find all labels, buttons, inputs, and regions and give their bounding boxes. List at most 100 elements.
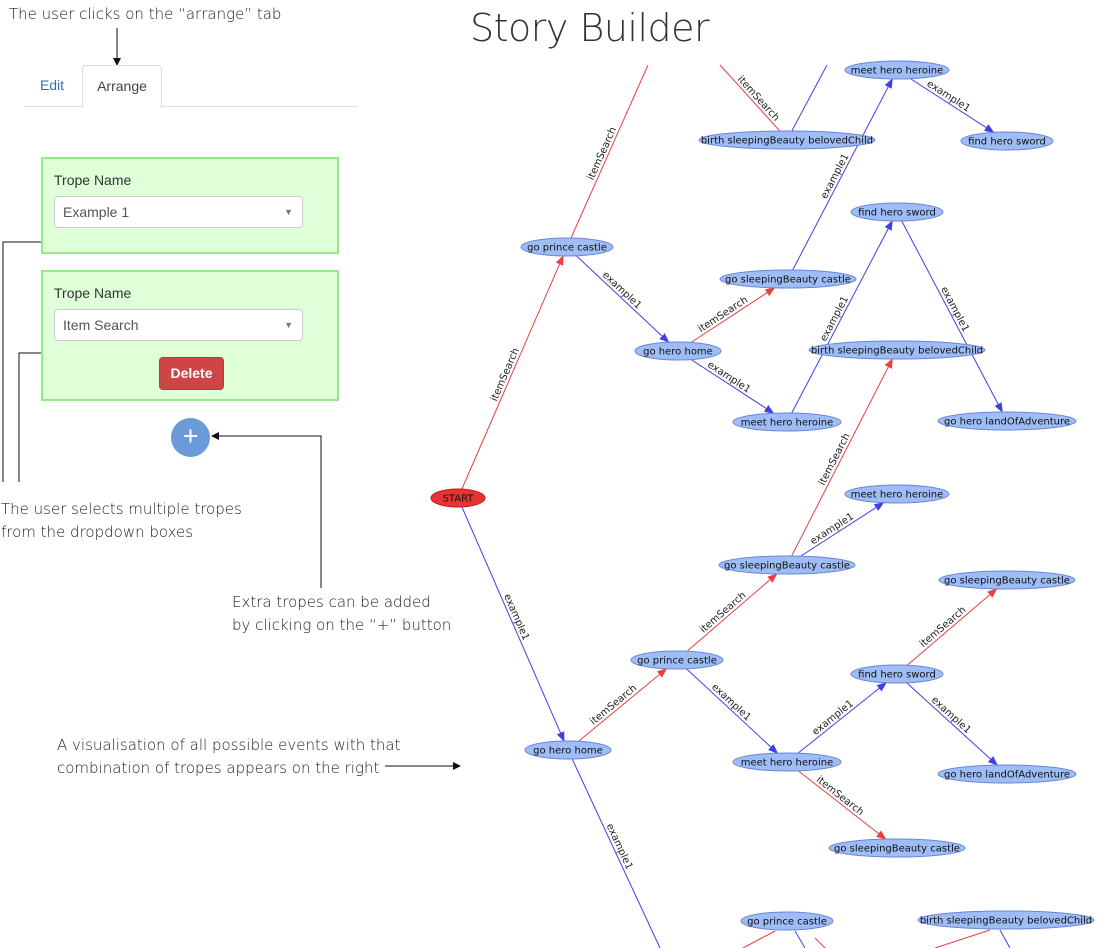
delete-button[interactable]: Delete [159,357,224,390]
graph-edge-example1 [896,69,995,133]
graph-node-shape [828,838,966,858]
graph-edge-example1 [787,78,893,280]
graph-node[interactable]: birth sleepingBeauty belovedChild [917,910,1095,930]
graph-edge-partial [719,64,789,141]
graph-edge-partial [814,937,826,948]
trope-select[interactable]: Example 1 ▼ [54,196,303,228]
graph-node-label: START [443,494,475,505]
trope-select-value: Example 1 [63,204,130,220]
graph-node-label: go prince castle [637,656,717,667]
graph-node-shape [732,412,842,432]
trope-name-label: Trope Name [54,285,132,301]
graph-node-label: meet hero heroine [741,758,834,769]
graph-node-shape [850,202,944,222]
graph-edge-partial [567,749,661,948]
page-title: Story Builder [470,6,710,50]
trope-select[interactable]: Item Search ▼ [54,309,303,341]
graph-node-shape [520,237,614,257]
graph-node[interactable]: go sleepingBeauty castle [938,570,1076,590]
trope-card: Trope Name Example 1 ▼ [41,157,339,254]
graph-node-label: go sleepingBeauty castle [724,561,850,572]
graph-edge-example1 [786,220,893,423]
graph-edge-itemSearch [677,287,776,352]
edge-label: itemSearch [489,346,522,403]
trope-select-value: Item Search [63,317,139,333]
graph-node[interactable]: birth sleepingBeauty belovedChild [808,340,986,360]
graph-node-label: go hero home [533,746,603,757]
graph-edge-itemSearch [786,761,887,840]
graph-edge-itemSearch [567,668,668,751]
graph-edge-example1 [896,211,1003,413]
graph-node-shape [844,60,950,80]
graph-annotation-line-2: combination of tropes appears on the rig… [57,759,380,777]
graph-node[interactable]: go hero home [634,341,722,361]
tab-edit[interactable]: Edit [39,77,65,93]
edge-label: example1 [709,682,753,724]
graph-node-shape [938,570,1076,590]
graph-node-shape [808,340,986,360]
graph-node[interactable]: meet hero heroine [844,484,950,504]
edge-label: example1 [819,152,852,201]
edge-label: example1 [818,294,851,343]
graph-node[interactable]: go sleepingBeauty castle [718,555,856,575]
graph-node[interactable]: go prince castle [630,650,724,670]
graph-node-shape [524,740,612,760]
graph-node-label: birth sleepingBeauty belovedChild [920,916,1092,927]
graph-annotation-line-1: A visualisation of all possible events w… [57,736,401,754]
graph-node[interactable]: go sleepingBeauty castle [828,838,966,858]
dropdown-caret-icon: ▼ [284,207,293,217]
graph-node[interactable]: go prince castle [520,237,614,257]
graph-node[interactable]: meet hero heroine [732,752,842,772]
graph-node-label: meet hero heroine [741,418,834,429]
select-annotation-line-2: from the dropdown boxes [1,523,194,541]
graph-edge-partial [566,64,649,248]
graph-node[interactable]: go hero landOfAdventure [937,764,1077,784]
add-annotation-line-2: by clicking on the “+” button [232,616,452,634]
graph-node-shape [430,488,486,508]
graph-node[interactable]: meet hero heroine [844,60,950,80]
graph-node-label: go hero landOfAdventure [944,770,1070,781]
edge-label: example1 [604,822,635,871]
graph-node-label: go hero landOfAdventure [944,417,1070,428]
graph-node-shape [719,269,857,289]
graph-node-label: go prince castle [527,243,607,254]
edge-label: itemSearch [586,126,619,183]
graph-node[interactable]: go prince castle [740,911,834,931]
graph-edge-example1 [676,659,779,754]
graph-node[interactable]: find hero sword [960,131,1054,151]
edge-label: itemSearch [814,774,866,818]
graph-node[interactable]: meet hero heroine [732,412,842,432]
graph-node-start[interactable]: START [430,488,486,508]
edge-label: example1 [929,695,973,736]
trope-name-label: Trope Name [54,172,132,188]
graph-node[interactable]: birth sleepingBeauty belovedChild [698,130,876,150]
graph-node-shape [937,411,1077,431]
graph-edge-partial [786,64,828,141]
graph-edge-example1 [457,497,565,742]
graph-node-label: go hero home [643,347,713,358]
edge-label: example1 [925,79,972,115]
graph-node-shape [850,664,944,684]
edge-label: itemSearch [696,295,750,335]
add-trope-button[interactable]: + [171,418,210,457]
graph-node-label: meet hero heroine [851,490,944,501]
graph-node-shape [740,911,834,931]
graph-edge-partial [794,930,806,948]
graph-edge-itemSearch [786,358,893,566]
edge-label: itemSearch [735,74,781,124]
trope-card: Trope Name Item Search ▼ Delete [41,270,339,401]
graph-node-shape [937,764,1077,784]
add-annotation-line-1: Extra tropes can be added [232,593,431,611]
graph-node[interactable]: go hero home [524,740,612,760]
edge-label: itemSearch [817,432,853,488]
graph-node[interactable]: find hero sword [850,202,944,222]
graph-node[interactable]: find hero sword [850,664,944,684]
graph-edge-itemSearch [676,573,778,661]
graph-node-shape [844,484,950,504]
graph-node[interactable]: go sleepingBeauty castle [719,269,857,289]
graph-node[interactable]: go hero landOfAdventure [937,411,1077,431]
graph-node-label: go sleepingBeauty castle [944,576,1070,587]
graph-node-label: find hero sword [858,670,936,681]
tab-arrange[interactable]: Arrange [82,65,162,108]
